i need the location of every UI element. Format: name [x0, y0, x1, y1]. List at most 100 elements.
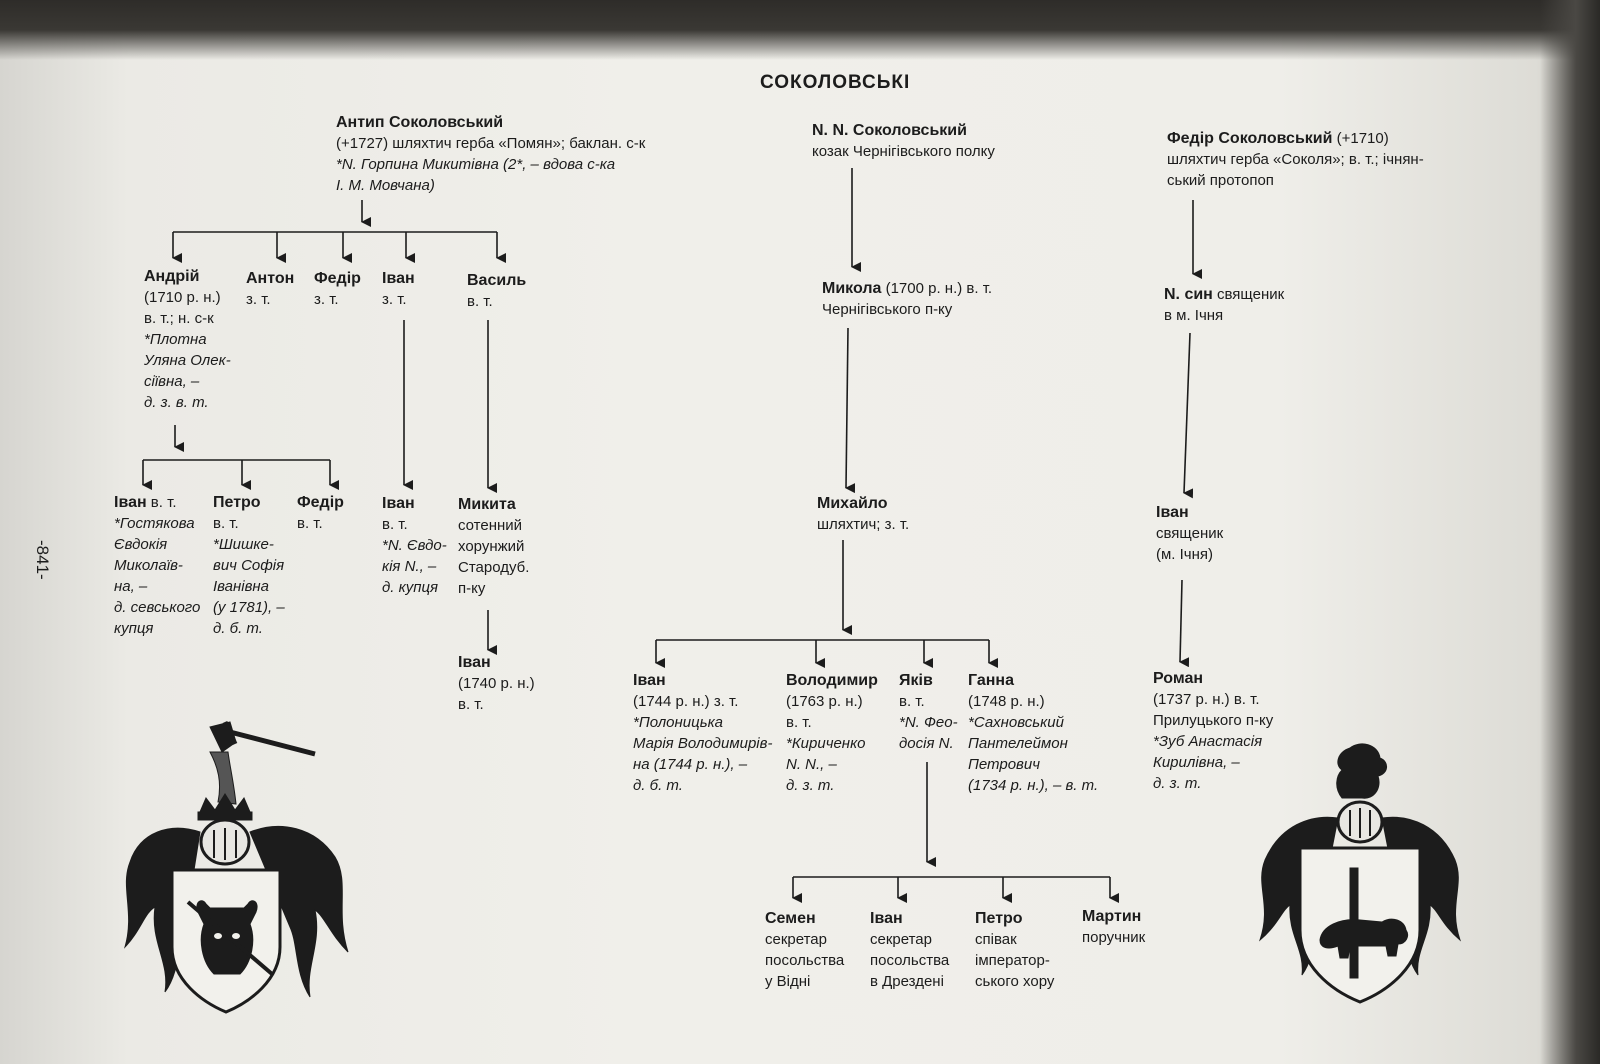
person-detail: з. т. [246, 291, 271, 308]
person-detail: посольства [765, 952, 845, 969]
person-spouse: Пантелеймон [968, 735, 1068, 752]
person-spouse: д. з. в. т. [144, 394, 209, 411]
person-spouse: д. б. т. [213, 620, 263, 637]
person-detail-inline: в. т. [146, 494, 177, 511]
person-spouse: Євдокія [114, 536, 168, 553]
person-detail: ського хору [975, 973, 1055, 990]
person-ivan-andriyovych: Іван в. т. *Гостякова Євдокія Миколаїв- … [114, 492, 200, 639]
person-spouse: Кирилівна, – [1153, 754, 1240, 771]
person-ivan-ivanovych: Іван в. т. *N. Євдо- кія N., – д. купця [382, 493, 447, 598]
person-name: Федір Соколовський [1167, 130, 1333, 147]
person-detail: в. т. [786, 714, 812, 731]
person-detail: в. т. [297, 515, 323, 532]
person-vasyl: Василь в. т. [467, 270, 526, 312]
person-ivan-yakovych: Іван секретар посольства в Дрездені [870, 908, 949, 992]
person-detail: в Дрездені [870, 973, 944, 990]
person-detail: посольства [870, 952, 950, 969]
person-ivan-priest: Іван священик (м. Ічня) [1156, 502, 1223, 565]
person-detail-inline: (1700 р. н.) в. т. [881, 280, 993, 297]
person-anton: Антон з. т. [246, 268, 294, 310]
person-fedir-andriyovych: Федір в. т. [297, 492, 344, 534]
person-name: Іван [382, 270, 415, 287]
person-detail: Стародуб. [458, 559, 530, 576]
person-fedir-sokolovskyi: Федір Соколовський (+1710) шляхтич герба… [1167, 128, 1424, 191]
person-name: Михайло [817, 495, 888, 512]
person-detail: шляхтич; з. т. [817, 516, 910, 533]
person-mykola: Микола (1700 р. н.) в. т. Чернігівського… [822, 278, 992, 320]
person-name: Антон [246, 270, 295, 287]
person-detail: імператор- [975, 952, 1050, 969]
person-detail: шляхтич герба «Соколя»; в. т.; ічнян- [1167, 151, 1424, 168]
person-semen: Семен секретар посольства у Відні [765, 908, 844, 992]
person-spouse: д. севського [114, 599, 201, 616]
person-name: Роман [1153, 670, 1204, 687]
person-ivan-mykytovych: Іван (1740 р. н.) в. т. [458, 652, 535, 715]
person-spouse: *Полоницька [633, 714, 724, 731]
person-detail: секретар [870, 931, 932, 948]
person-spouse: на, – [114, 578, 148, 595]
person-detail: (1737 р. н.) в. т. [1153, 691, 1260, 708]
person-spouse: Петрович [968, 756, 1040, 773]
person-name: Федір [314, 270, 361, 287]
person-detail-inline: (+1710) [1332, 130, 1389, 147]
person-spouse: N. N., – [786, 756, 837, 773]
person-detail: поручник [1082, 929, 1146, 946]
person-detail: сотенний [458, 517, 523, 534]
person-detail: з. т. [314, 291, 339, 308]
person-antyp: Антип Соколовський (+1727) шляхтич герба… [336, 112, 645, 196]
person-detail: (+1727) шляхтич герба «Помян»; баклан. с… [336, 135, 646, 152]
person-spouse-cont: І. М. Мовчана) [336, 177, 435, 194]
person-detail: з. т. [382, 291, 407, 308]
person-detail: козак Чернігівського полку [812, 143, 995, 160]
person-spouse: Уляна Олек- [144, 352, 231, 369]
person-mykhailo: Михайло шляхтич; з. т. [817, 493, 909, 535]
person-detail: (1763 р. н.) [786, 693, 863, 710]
person-spouse: *Зуб Анастасія [1153, 733, 1263, 750]
person-spouse: купця [114, 620, 154, 637]
person-name: Андрій [144, 268, 200, 285]
person-spouse: д. б. т. [633, 777, 683, 794]
person-name: Микола [822, 280, 882, 297]
person-name: Іван [633, 672, 666, 689]
page-title: СОКОЛОВСЬКІ [760, 72, 911, 93]
person-detail: в. т.; н. с-к [144, 310, 214, 327]
person-name: Іван [1156, 504, 1189, 521]
person-name: Іван [458, 654, 491, 671]
person-detail: в. т. [382, 516, 408, 533]
person-name: Іван [114, 494, 147, 511]
person-martyn: Мартин поручник [1082, 906, 1145, 948]
person-spouse: *Сахновський [968, 714, 1064, 731]
person-name: N. син [1164, 286, 1213, 303]
person-detail-inline: священик [1212, 286, 1285, 303]
person-name: Петро [975, 910, 1023, 927]
person-yakiv: Яків в. т. *N. Фео- досія N. [899, 670, 958, 754]
person-spouse: *N. Євдо- [382, 537, 447, 554]
person-detail: співак [975, 931, 1017, 948]
person-andrii: Андрій (1710 р. н.) в. т.; н. с-к *Плотн… [144, 266, 231, 413]
person-detail: в. т. [467, 293, 493, 310]
person-nn-sokolovskyi: N. N. Соколовський козак Чернігівського … [812, 120, 995, 162]
page-top-shadow [0, 0, 1600, 60]
person-spouse: д. з. т. [1153, 775, 1202, 792]
person-detail: (м. Ічня) [1156, 546, 1214, 563]
person-detail: (1744 р. н.) з. т. [633, 693, 739, 710]
person-spouse: *Плотна [144, 331, 207, 348]
person-detail: Чернігівського п-ку [822, 301, 953, 318]
person-ivan-mykhailovych: Іван (1744 р. н.) з. т. *Полоницька Марі… [633, 670, 772, 796]
person-name: Володимир [786, 672, 878, 689]
person-name: N. N. Соколовський [812, 122, 967, 139]
coat-of-arms-bear-icon [1258, 743, 1462, 1004]
person-detail: п-ку [458, 580, 486, 597]
person-volodymyr: Володимир (1763 р. н.) в. т. *Кириченко … [786, 670, 878, 796]
person-detail: ський протопоп [1167, 172, 1274, 189]
person-name: Іван [870, 910, 903, 927]
person-name: Іван [382, 495, 415, 512]
person-n-syn: N. син священик в м. Ічня [1164, 284, 1284, 326]
page-right-edge [1540, 0, 1600, 1064]
person-spouse: кія N., – [382, 558, 437, 575]
person-name: Петро [213, 494, 261, 511]
person-detail: (1740 р. н.) [458, 675, 535, 692]
person-spouse: досія N. [899, 735, 954, 752]
person-spouse: сіївна, – [144, 373, 200, 390]
person-name: Микита [458, 496, 516, 513]
